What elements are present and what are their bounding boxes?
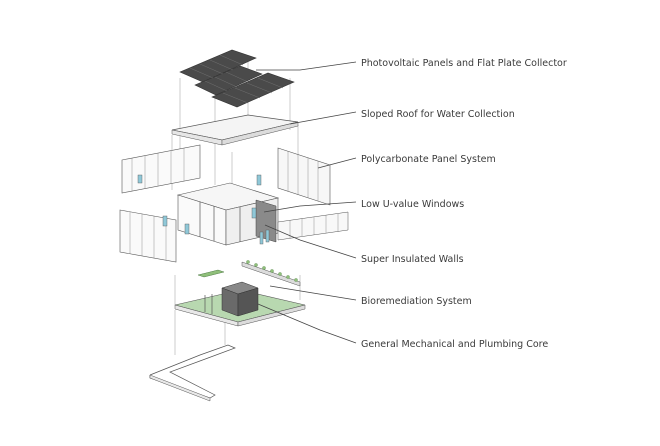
leader-lines bbox=[256, 61, 357, 344]
label-polycarbonate-panel-system: Polycarbonate Panel System bbox=[361, 154, 496, 165]
bioremediation-system bbox=[197, 260, 301, 287]
label-bioremediation-system: Bioremediation System bbox=[361, 296, 472, 307]
photovoltaic-panels bbox=[179, 49, 295, 108]
low-u-value-windows bbox=[162, 207, 270, 245]
super-insulated-walls bbox=[119, 182, 349, 263]
polycarbonate-panel-system bbox=[121, 144, 331, 206]
label-mechanical-plumbing-core: General Mechanical and Plumbing Core bbox=[361, 339, 549, 350]
label-low-u-value-windows: Low U-value Windows bbox=[361, 199, 465, 210]
label-sloped-roof: Sloped Roof for Water Collection bbox=[361, 109, 515, 120]
foundation-ramp bbox=[149, 344, 236, 402]
label-super-insulated-walls: Super Insulated Walls bbox=[361, 254, 464, 265]
mechanical-plumbing-core bbox=[174, 281, 306, 327]
sloped-roof bbox=[171, 114, 299, 146]
label-photovoltaic-panels: Photovoltaic Panels and Flat Plate Colle… bbox=[361, 58, 567, 69]
